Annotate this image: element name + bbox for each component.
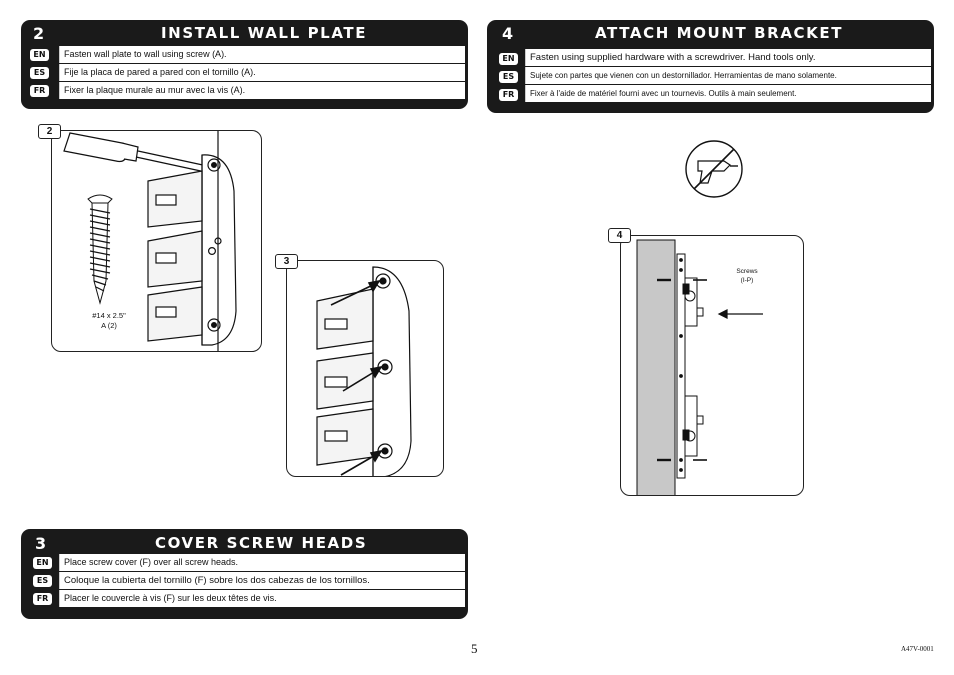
instruction-en: Place screw cover (F) over all screw hea… — [59, 554, 465, 571]
lang-tag-en: EN — [33, 557, 52, 569]
step-3-row-es: ES Coloque la cubierta del tornillo (F) … — [21, 572, 468, 590]
instruction-en: Fasten wall plate to wall using screw (A… — [59, 46, 465, 63]
arrow-icon — [330, 279, 383, 476]
page-number: 5 — [471, 641, 478, 656]
lang-tag-fr: FR — [30, 85, 49, 97]
step-2-panel: 2 INSTALL WALL PLATE EN Fasten wall plat… — [21, 20, 468, 109]
step-2-title: INSTALL WALL PLATE — [161, 24, 368, 42]
step-2-number: 2 — [33, 24, 45, 43]
instruction-fr: Fixer à l'aide de matériel fourni avec u… — [525, 85, 931, 102]
step-4-row-fr: FR Fixer à l'aide de matériel fourni ave… — [487, 85, 934, 103]
figure-3-label: 3 — [275, 254, 298, 269]
lang-tag-fr: FR — [33, 593, 52, 605]
step-4-header: 4 ATTACH MOUNT BRACKET — [487, 20, 934, 47]
figure-2-label: 2 — [38, 124, 61, 139]
screwdriver-icon — [63, 132, 213, 174]
mount-bracket-icon — [676, 253, 704, 479]
screws-part-callout: (I-P) — [740, 277, 754, 284]
lang-tag-es: ES — [30, 67, 49, 79]
step-2-row-es: ES Fije la placa de pared a pared con el… — [21, 64, 468, 82]
screws-callout: Screws — [736, 268, 758, 275]
step-3-title: COVER SCREW HEADS — [155, 534, 368, 552]
instruction-fr: Placer le couvercle à vis (F) sur les de… — [59, 590, 465, 607]
figure-3-screw-covers — [286, 260, 444, 477]
screw-spec-label: #14 x 2.5" — [92, 311, 126, 320]
step-4-number: 4 — [502, 24, 514, 43]
figure-4-drawing — [636, 239, 763, 495]
step-4-title: ATTACH MOUNT BRACKET — [595, 24, 844, 42]
figure-2-wall-plate-install: #14 x 2.5" A (2) — [51, 130, 262, 352]
screw-icon — [87, 194, 113, 305]
document-code: A47V-0001 — [901, 645, 934, 653]
lang-tag-en: EN — [30, 49, 49, 61]
instruction-en: Fasten using supplied hardware with a sc… — [525, 49, 931, 66]
step-4-row-en: EN Fasten using supplied hardware with a… — [487, 49, 934, 67]
wall-plate-icon — [147, 131, 237, 351]
step-2-header: 2 INSTALL WALL PLATE — [21, 20, 468, 47]
no-power-drill-icon — [684, 139, 744, 199]
instruction-es: Fije la placa de pared a pared con el to… — [59, 64, 465, 81]
screw-icon — [657, 278, 707, 462]
figure-4-mount-bracket: Screws (I-P) — [620, 235, 804, 496]
screw-part-label: A (2) — [101, 321, 117, 330]
step-3-number: 3 — [35, 534, 47, 553]
step-4-row-es: ES Sujete con partes que vienen con un d… — [487, 67, 934, 85]
instruction-fr: Fixer la plaque murale au mur avec la vi… — [59, 82, 465, 99]
figure-2-drawing — [63, 131, 237, 351]
lang-tag-es: ES — [499, 71, 518, 83]
step-2-row-en: EN Fasten wall plate to wall using screw… — [21, 46, 468, 64]
lang-tag-en: EN — [499, 53, 518, 65]
lang-tag-fr: FR — [499, 89, 518, 101]
wall-plate-icon — [316, 266, 412, 476]
arrow-icon — [717, 309, 763, 319]
instruction-es: Sujete con partes que vienen con un dest… — [525, 67, 931, 84]
step-3-row-fr: FR Placer le couvercle à vis (F) sur les… — [21, 590, 468, 608]
figure-3-drawing — [316, 266, 412, 476]
lang-tag-es: ES — [33, 575, 52, 587]
step-2-row-fr: FR Fixer la plaque murale au mur avec la… — [21, 82, 468, 100]
step-4-panel: 4 ATTACH MOUNT BRACKET EN Fasten using s… — [487, 20, 934, 113]
instruction-es: Coloque la cubierta del tornillo (F) sob… — [59, 572, 465, 589]
wall-section — [636, 239, 676, 495]
figure-4-label: 4 — [608, 228, 631, 243]
step-3-panel: 3 COVER SCREW HEADS EN Place screw cover… — [21, 529, 468, 619]
step-3-row-en: EN Place screw cover (F) over all screw … — [21, 554, 468, 572]
step-3-header: 3 COVER SCREW HEADS — [21, 529, 468, 556]
